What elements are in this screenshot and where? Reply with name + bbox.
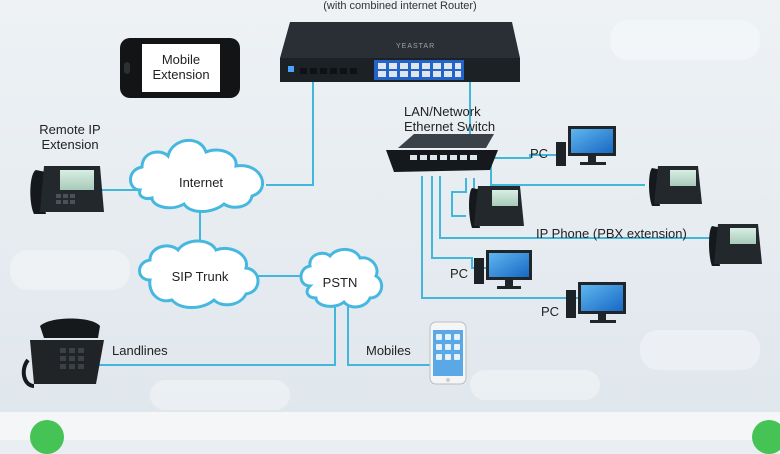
pc-tower-icon	[566, 290, 576, 318]
pbx-router-icon	[280, 22, 520, 82]
internet-label: Internet	[178, 175, 224, 190]
device-brand: YEASTAR	[396, 43, 435, 50]
ip-phone-label: IP Phone (PBX extension)	[536, 226, 687, 241]
mobiles-label: Mobiles	[366, 343, 411, 358]
smartphone-icon	[120, 38, 240, 98]
cloud-icon	[138, 239, 260, 309]
decorative-circle	[30, 420, 64, 454]
desk-phone-icon	[649, 166, 702, 206]
cloud-icon	[299, 248, 384, 309]
desk-phone-icon	[30, 166, 104, 214]
decorative-circle	[752, 420, 780, 454]
pc-label: PC	[530, 146, 549, 161]
pc-label: PC	[450, 266, 469, 281]
mobile-extension-label: Mobile Extension	[152, 52, 210, 82]
landlines-label: Landlines	[112, 343, 168, 358]
pc-tower-icon	[474, 258, 484, 284]
monitor-icon	[578, 282, 626, 323]
pc-tower-icon	[556, 142, 566, 166]
pbx-caption: (with combined internet Router)	[323, 0, 477, 12]
desk-phone-icon	[21, 318, 104, 388]
bottom-band	[0, 412, 780, 440]
lan-switch-label: LAN/Network Ethernet Switch	[404, 104, 496, 134]
monitor-icon	[568, 126, 616, 165]
network-diagram: YEASTAR	[0, 0, 780, 440]
desk-phone-icon	[469, 186, 524, 228]
sip-trunk-label: SIP Trunk	[171, 269, 229, 284]
desk-phone-icon	[709, 224, 762, 266]
switch-icon	[386, 134, 498, 172]
monitor-icon	[486, 250, 532, 289]
remote-ip-extension-label: Remote IP Extension	[39, 122, 101, 152]
iphone-icon	[429, 321, 467, 385]
pstn-label: PSTN	[322, 275, 358, 290]
pc-label: PC	[541, 304, 560, 319]
cloud-icon	[129, 138, 265, 213]
